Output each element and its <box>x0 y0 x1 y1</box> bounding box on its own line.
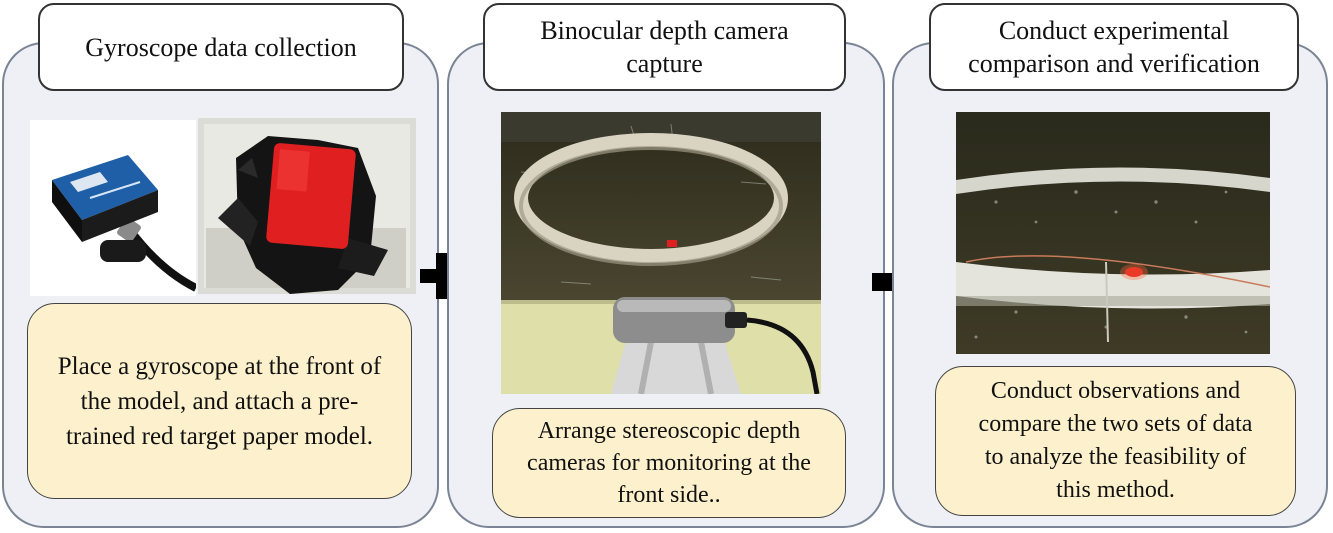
depth-camera-photo <box>501 112 821 394</box>
gyroscope-photo <box>30 120 196 296</box>
step-title-depth-camera: Binocular depth camera capture <box>483 3 846 91</box>
step-description-gyroscope: Place a gyroscope at the front of the mo… <box>27 303 412 499</box>
step-title-gyroscope: Gyroscope data collection <box>38 3 404 91</box>
step-title-verification: Conduct experimental comparison and veri… <box>929 3 1299 91</box>
step-description-depth-camera: Arrange stereoscopic depth cameras for m… <box>492 408 846 518</box>
verification-photo <box>956 112 1270 354</box>
red-target-photo <box>198 118 416 294</box>
step-description-verification: Conduct observations and compare the two… <box>935 366 1296 516</box>
